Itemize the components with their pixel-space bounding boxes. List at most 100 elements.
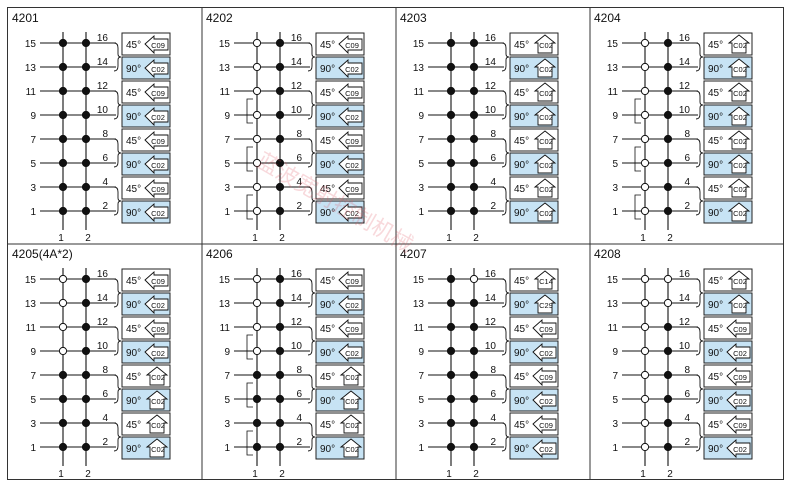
icon-outline	[338, 294, 363, 315]
solder-node	[446, 158, 456, 168]
pin-label: 4	[296, 413, 302, 424]
part-code: C02	[733, 277, 747, 286]
group-brace	[307, 278, 316, 308]
left-arrow-icon	[532, 390, 557, 411]
pin-label: 2	[490, 201, 496, 212]
left-arrow-icon	[144, 106, 169, 127]
up-arrow-icon	[533, 270, 557, 290]
solder-node	[58, 418, 68, 428]
solder-node	[58, 38, 68, 48]
pin-label: 14	[679, 293, 691, 304]
up-arrow-icon	[339, 414, 363, 434]
icon-outline	[144, 270, 169, 291]
solder-node	[58, 206, 68, 216]
group-brace	[695, 278, 704, 308]
icon-outline	[339, 390, 363, 410]
up-arrow-icon	[727, 294, 751, 314]
angle-label: 90°	[514, 112, 529, 123]
column-label: 2	[667, 469, 673, 480]
solder-node	[252, 418, 262, 428]
icon-outline	[339, 366, 363, 386]
angle-label: 45°	[514, 420, 529, 431]
angle-label: 90°	[320, 348, 335, 359]
part-code: C02	[733, 41, 747, 50]
part-code: C09	[539, 373, 553, 382]
solder-node	[275, 158, 285, 168]
pin-label: 5	[30, 159, 36, 170]
left-arrow-icon	[144, 130, 169, 151]
left-arrow-icon	[338, 178, 363, 199]
angle-label: 90°	[514, 396, 529, 407]
up-arrow-icon	[533, 106, 557, 126]
open-node	[252, 274, 262, 284]
open-node	[640, 158, 650, 168]
group-brace	[113, 90, 122, 120]
left-arrow-icon	[144, 34, 169, 55]
solder-node	[446, 110, 456, 120]
angle-box: 90°C29	[509, 292, 559, 316]
icon-outline	[726, 414, 751, 435]
angle-box: 90°C02	[121, 388, 171, 412]
pin-label: 1	[30, 443, 36, 454]
group-brace	[501, 374, 510, 404]
pin-label: 16	[97, 33, 109, 44]
angle-box: 45°C09	[315, 32, 365, 56]
pin-label: 5	[418, 159, 424, 170]
part-code: C02	[151, 113, 165, 122]
pin-label: 15	[219, 39, 231, 50]
pin-label: 7	[30, 135, 36, 146]
part-code: C02	[345, 421, 359, 430]
angle-label: 45°	[320, 184, 335, 195]
part-code: C09	[345, 137, 359, 146]
left-arrow-icon	[338, 318, 363, 339]
part-code: C02	[539, 349, 553, 358]
solder-node	[663, 346, 673, 356]
solder-node	[663, 370, 673, 380]
icon-outline	[532, 318, 557, 339]
angle-box: 90°C02	[121, 436, 171, 460]
angle-label: 90°	[708, 444, 723, 455]
pin-label: 1	[418, 207, 424, 218]
angle-label: 45°	[708, 184, 723, 195]
part-code: C02	[151, 65, 165, 74]
open-node	[58, 274, 68, 284]
angle-box: 45°C02	[703, 128, 753, 152]
pin-label: 3	[30, 183, 36, 194]
part-code: C02	[151, 161, 165, 170]
angle-box: 45°C02	[509, 176, 559, 200]
solder-node	[446, 370, 456, 380]
open-node	[58, 298, 68, 308]
bridge-link	[634, 146, 641, 172]
solder-node	[663, 418, 673, 428]
angle-box: 45°C09	[121, 176, 171, 200]
solder-node	[81, 370, 91, 380]
angle-box: 45°C09	[315, 80, 365, 104]
solder-node	[58, 394, 68, 404]
left-arrow-icon	[144, 318, 169, 339]
pin-label: 11	[608, 87, 619, 98]
solder-node	[252, 394, 262, 404]
part-code: C02	[345, 349, 359, 358]
solder-node	[81, 274, 91, 284]
angle-label: 45°	[514, 276, 529, 287]
part-code: C09	[345, 277, 359, 286]
icon-outline	[338, 58, 363, 79]
open-node	[252, 158, 262, 168]
icon-outline	[532, 366, 557, 387]
pin-label: 2	[102, 437, 108, 448]
up-arrow-icon	[727, 106, 751, 126]
up-arrow-icon	[533, 178, 557, 198]
left-arrow-icon	[338, 202, 363, 223]
angle-box: 90°C02	[315, 200, 365, 224]
solder-node	[663, 442, 673, 452]
up-arrow-icon	[339, 366, 363, 386]
icon-outline	[144, 154, 169, 175]
pin-label: 9	[418, 111, 424, 122]
part-code: C02	[539, 445, 553, 454]
solder-node	[663, 38, 673, 48]
pin-label: 4	[490, 177, 496, 188]
left-arrow-icon	[144, 154, 169, 175]
pin-label: 14	[679, 57, 691, 68]
open-node	[252, 38, 262, 48]
angle-box: 45°C14	[509, 268, 559, 292]
